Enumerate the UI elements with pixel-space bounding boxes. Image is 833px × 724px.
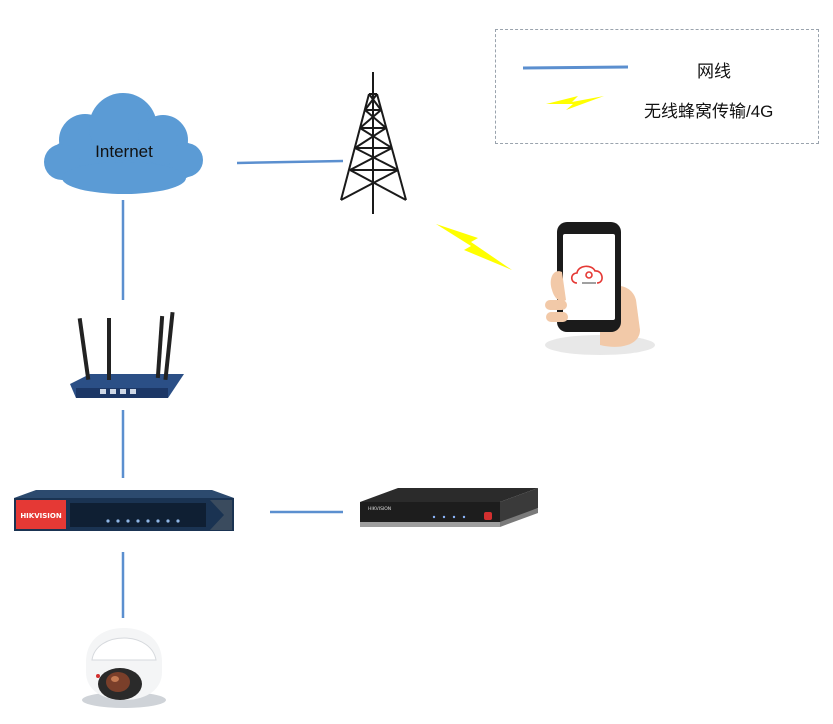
internet-label: Internet: [95, 142, 153, 161]
legend-lightning-icon: [546, 96, 604, 110]
cloud-tower-link: [236, 159, 344, 165]
dome-camera-icon: [82, 628, 166, 708]
cell-tower-icon: [340, 72, 407, 214]
cloud-app-icon: [570, 265, 603, 284]
legend-cellular-label: 无线蜂窝传输/4G: [644, 102, 774, 121]
switch-brand-label: HIKVISION: [20, 512, 62, 520]
internet-cloud-icon: [44, 93, 203, 194]
legend-wired-label: 网线: [697, 62, 731, 81]
nvr-brand-label: HIKVISION: [368, 506, 391, 512]
cellular-lightning-icon: [436, 224, 512, 270]
smartphone-icon: [545, 222, 655, 355]
wireless-router-icon: [70, 311, 184, 398]
legend-wired-line: [522, 65, 629, 70]
nvr-recorder-icon: [360, 488, 538, 527]
legend-box: [495, 29, 819, 144]
network-switch-icon: [14, 490, 234, 531]
